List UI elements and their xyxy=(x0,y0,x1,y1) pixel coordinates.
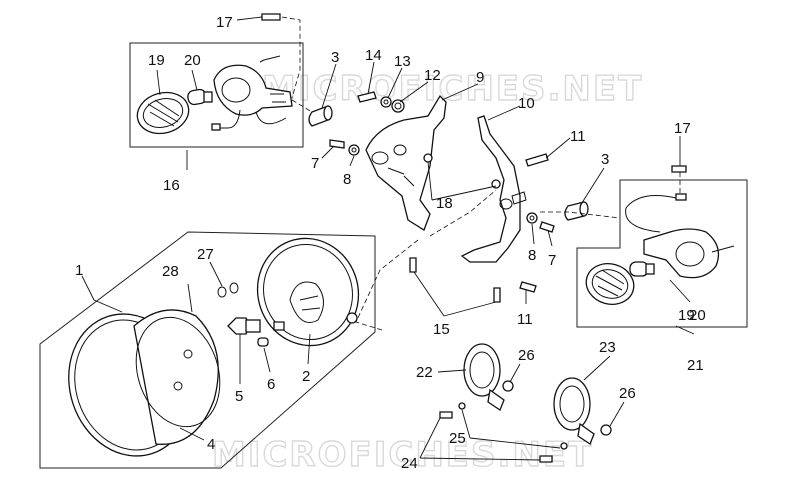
label-14: 14 xyxy=(365,47,382,64)
dash-line-b xyxy=(540,211,621,219)
part-number-labels: 17 19 20 16 3 14 13 12 9 10 7 8 18 11 3 … xyxy=(75,14,706,472)
washer-8-left xyxy=(348,144,360,156)
label-22: 22 xyxy=(416,364,433,381)
spacer-3-right xyxy=(564,201,589,221)
bolt-14 xyxy=(357,91,377,103)
dash-line-c xyxy=(355,189,497,331)
parking-bulb xyxy=(257,337,269,347)
left-indicator-frame xyxy=(129,42,304,148)
watermark-top: MICROFICHES.NET xyxy=(262,69,643,109)
label-3-left: 3 xyxy=(331,49,339,66)
horn-22 xyxy=(463,343,505,411)
left-indicator-housing xyxy=(211,64,293,131)
headlight-bulb xyxy=(227,317,261,335)
spacer-3-left xyxy=(308,105,333,127)
label-10: 10 xyxy=(518,95,535,112)
label-2: 2 xyxy=(302,368,310,385)
label-24: 24 xyxy=(401,455,418,472)
label-19-right: 19 xyxy=(678,307,695,324)
nut-26-a xyxy=(502,380,514,392)
label-11-upper: 11 xyxy=(570,128,586,145)
headlight-group xyxy=(39,231,376,469)
bolt-11-lower xyxy=(519,281,537,293)
right-indicator-frame xyxy=(576,179,748,328)
horn-23 xyxy=(553,377,595,445)
bolt-11-upper xyxy=(525,153,549,167)
label-1: 1 xyxy=(75,262,83,279)
leader-lines xyxy=(81,16,695,461)
label-13: 13 xyxy=(394,53,411,70)
headlight-frame xyxy=(39,231,376,469)
label-28: 28 xyxy=(162,263,179,280)
nut-26-b xyxy=(600,424,612,436)
bolt-7-left xyxy=(329,139,345,149)
label-7-right: 7 xyxy=(548,252,556,269)
label-19-left: 19 xyxy=(148,52,165,69)
label-16: 16 xyxy=(163,177,180,194)
washer-13 xyxy=(380,96,392,108)
bolt-15-a xyxy=(409,257,417,273)
label-25: 25 xyxy=(449,430,466,447)
headlight-reflector xyxy=(133,309,221,445)
screw-24-a xyxy=(439,411,453,419)
left-indicator-bulb xyxy=(187,88,213,106)
bolt-15-b xyxy=(493,287,501,303)
dash-line-a xyxy=(291,99,313,113)
bracket-10 xyxy=(460,115,527,263)
nut-12 xyxy=(391,99,405,113)
label-27: 27 xyxy=(197,246,214,263)
right-indicator-lens xyxy=(585,263,635,305)
headlight-shell xyxy=(256,237,360,347)
label-11-lower: 11 xyxy=(517,311,533,328)
label-21: 21 xyxy=(687,357,704,374)
label-18: 18 xyxy=(436,195,453,212)
washer-25-b xyxy=(560,442,568,450)
label-26-b: 26 xyxy=(619,385,636,402)
clips-27 xyxy=(217,282,239,298)
nut-18a xyxy=(423,153,433,163)
screw-17-top xyxy=(261,13,301,99)
label-17-top: 17 xyxy=(216,14,233,31)
label-20-right: 20 xyxy=(689,307,706,324)
label-17-right: 17 xyxy=(674,120,691,137)
label-15: 15 xyxy=(433,321,450,338)
bracket-9 xyxy=(365,94,447,231)
label-20-left: 20 xyxy=(184,52,201,69)
right-indicator-housing xyxy=(625,193,735,279)
label-4: 4 xyxy=(207,436,215,453)
bolt-7-right xyxy=(539,221,555,233)
right-indicator-group xyxy=(576,179,748,328)
label-9: 9 xyxy=(476,69,484,86)
label-12: 12 xyxy=(424,67,441,84)
label-6: 6 xyxy=(267,376,275,393)
left-indicator-screw xyxy=(259,55,281,63)
left-indicator-lens xyxy=(136,91,190,135)
washer-8-right xyxy=(526,212,538,224)
right-indicator-bulb xyxy=(629,261,655,277)
label-8-right: 8 xyxy=(528,247,536,264)
washer-25-a xyxy=(458,402,466,410)
label-23: 23 xyxy=(599,339,616,356)
watermark-bottom: MICROFICHES.NET xyxy=(212,435,593,475)
label-7-left: 7 xyxy=(311,155,319,172)
label-26-a: 26 xyxy=(518,347,535,364)
label-8-left: 8 xyxy=(343,171,351,188)
left-indicator-group xyxy=(129,42,304,148)
label-5: 5 xyxy=(235,388,243,405)
screw-24-b xyxy=(539,455,553,463)
label-3-right: 3 xyxy=(601,151,609,168)
screw-17-right xyxy=(671,165,687,196)
